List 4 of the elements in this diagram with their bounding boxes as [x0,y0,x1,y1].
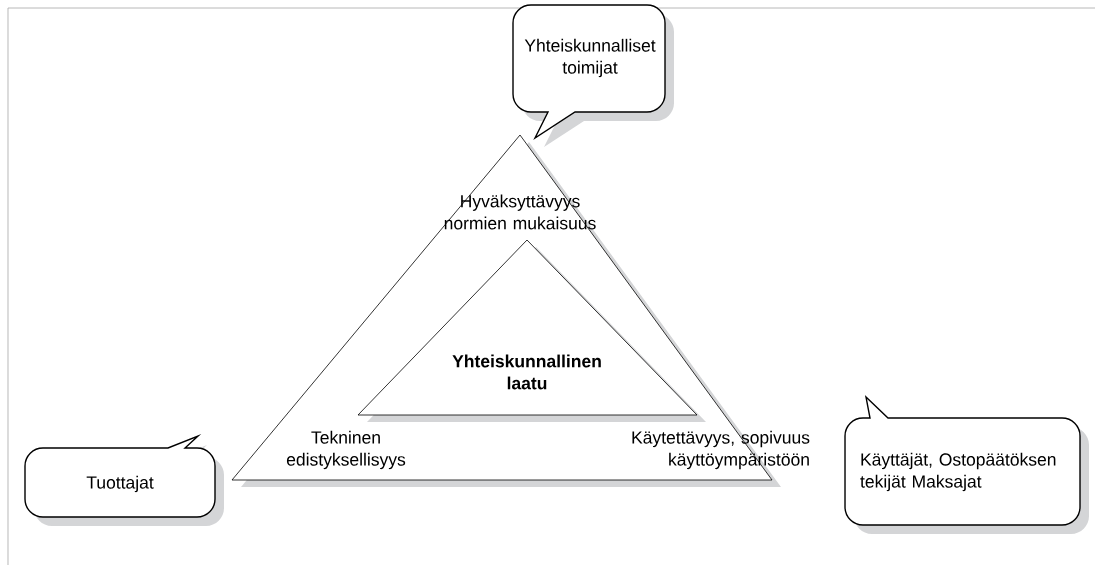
speech-bubble: Käyttäjät, Ostopäätöksen tekijät Maksajat [844,396,1089,534]
speech-bubble: Yhteiskunnalliset toimijat [512,4,674,147]
speech-bubble: Tuottajat [24,435,224,526]
triangle: Yhteiskunnallinen laatu [357,239,706,422]
